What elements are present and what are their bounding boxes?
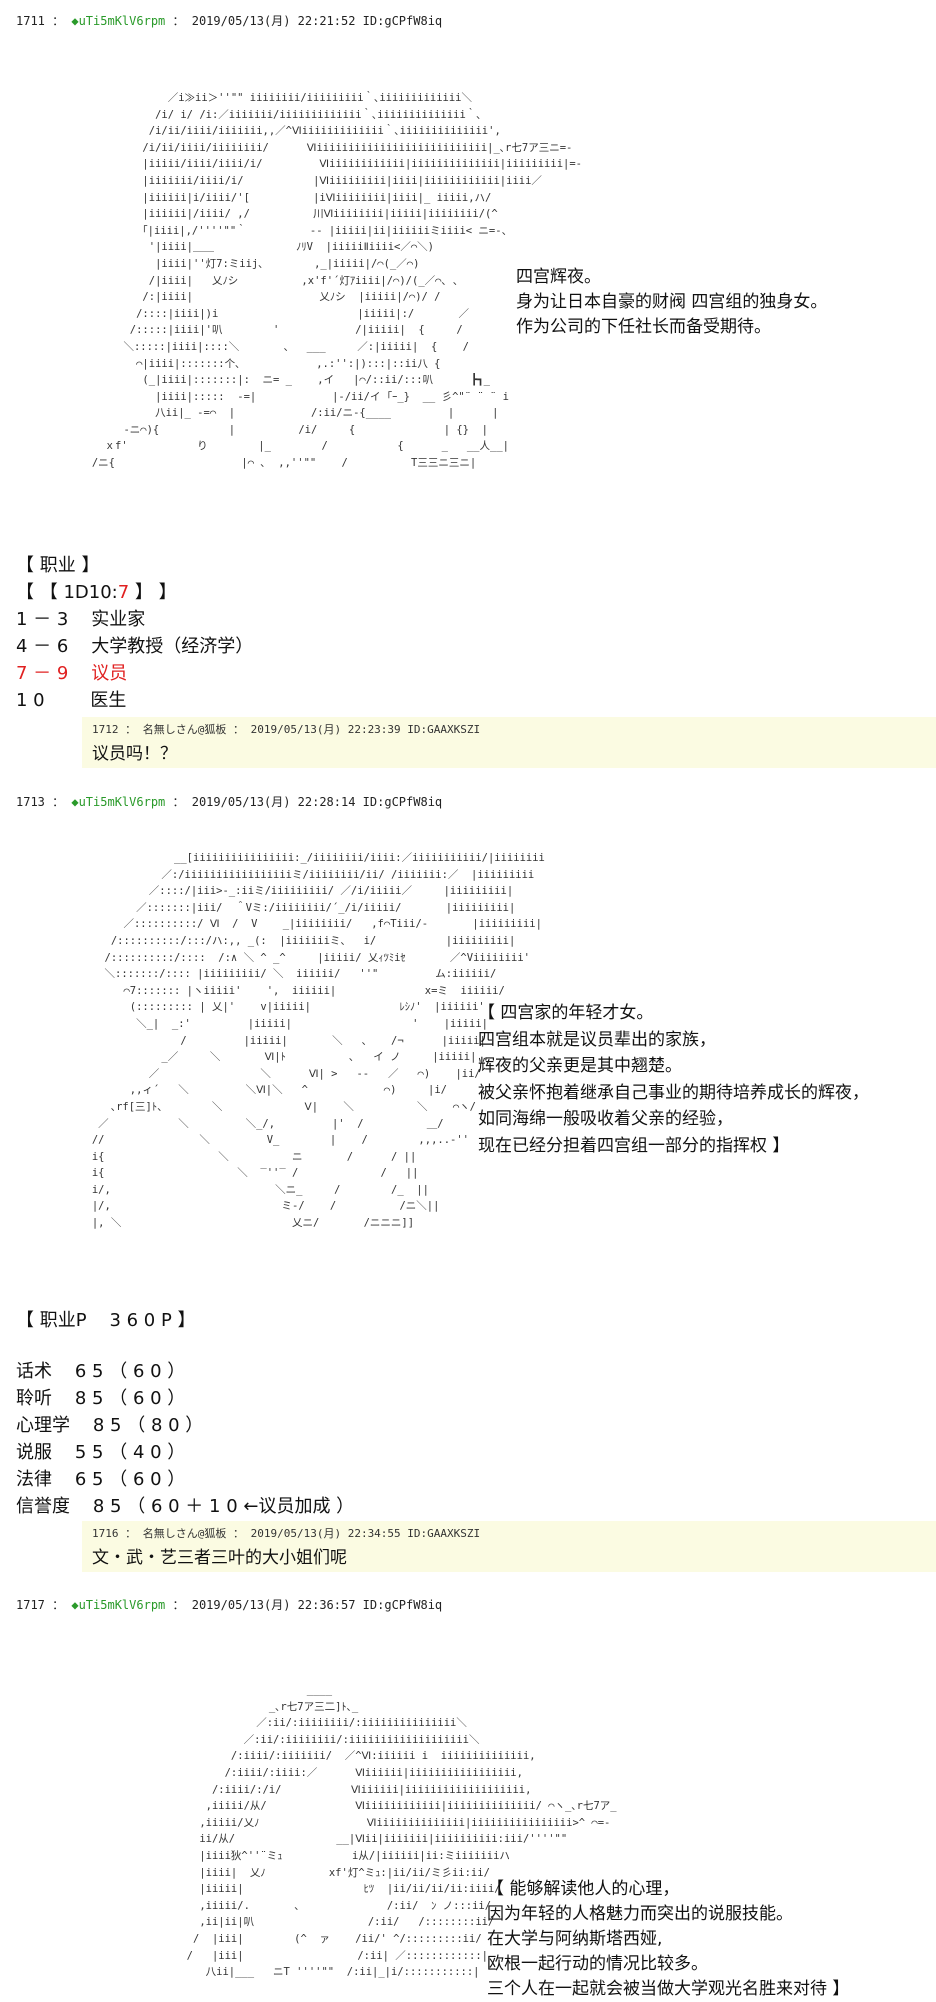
- skill-row: 话术 6 5 （ 6 0 ）: [16, 1361, 186, 1382]
- skills-title: 【 职业P 3 6 0 P 】: [16, 1310, 196, 1331]
- post-date: 2019/05/13(月) 22:28:14 ID:gCPfW8iq: [191, 795, 443, 809]
- side-line: 如同海绵一般吸收着父亲的经验，: [478, 1109, 733, 1129]
- job-option: 1 0 医生: [16, 690, 127, 711]
- post-date: 2019/05/13(月) 22:36:57 ID:gCPfW8iq: [191, 1598, 443, 1612]
- side-line: 四宫辉夜。: [516, 267, 601, 287]
- job-option: 4 － 6 大学教授（经济学）: [16, 636, 254, 657]
- side-line: 身为让日本自豪的财阀 四宫组的独身女。: [516, 292, 828, 312]
- side-line: 现在已经分担着四宫组一部分的指挥权 】: [478, 1135, 790, 1156]
- post-trip[interactable]: ◆uTi5mKlV6rpm: [71, 1598, 166, 1612]
- reply-header: 1712 ： 名無しさん@狐板 ： 2019/05/13(月) 22:23:39…: [92, 723, 481, 736]
- side-line: 【 四宫家的年轻才女。: [478, 1003, 654, 1023]
- side-line: 辉夜的父亲更是其中翘楚。: [478, 1056, 682, 1076]
- post-header-1717: 1717 ： ◆uTi5mKlV6rpm ： 2019/05/13(月) 22:…: [16, 1598, 443, 1612]
- post-date: 2019/05/13(月) 22:21:52 ID:gCPfW8iq: [191, 14, 443, 28]
- ascii-art-1713: __[iiiiiiiiiiiiiiii:_/iiiiiiii/iiii:／iii…: [91, 852, 545, 1230]
- skill-row: 信誉度 8 5 （ 6 0 ＋ 1 0 ←议员加成 ）: [16, 1496, 355, 1517]
- side-line: 在大学与阿纳斯塔西娅,: [487, 1929, 663, 1949]
- skill-row: 法律 6 5 （ 6 0 ）: [16, 1469, 186, 1490]
- skill-row: 聆听 8 5 （ 6 0 ）: [16, 1388, 186, 1409]
- side-line: 三个人在一起就会被当做大学观光名胜来对待 】: [487, 1979, 850, 1999]
- skills-list: 话术 6 5 （ 6 0 ） 聆听 8 5 （ 6 0 ） 心理学 8 5 （ …: [16, 1358, 354, 1520]
- job-roll-title: 【 职业 】: [16, 555, 100, 576]
- side-line: 被父亲怀抱着继承自己事业的期待培养成长的辉夜，: [478, 1082, 869, 1103]
- reply-body: 议员吗！？: [92, 744, 177, 764]
- skill-row: 说服 5 5 （ 4 0 ）: [16, 1442, 186, 1463]
- post-trip[interactable]: ◆uTi5mKlV6rpm: [71, 14, 166, 28]
- side-line: 欧根一起行动的情况比较多。: [487, 1954, 708, 1974]
- side-text-1711: 四宫辉夜。 身为让日本自豪的财阀 四宫组的独身女。 作为公司的下任社长而备受期待…: [516, 265, 827, 340]
- dice-result: 7: [117, 582, 130, 603]
- side-line: 因为年轻的人格魅力而突出的说服技能。: [487, 1904, 793, 1924]
- reply-1712: 1712 ： 名無しさん@狐板 ： 2019/05/13(月) 22:23:39…: [82, 717, 936, 768]
- ascii-art-1711: ／i≫ii＞''"" iiiiiiii/iiiiiiiii｀､iiiiiiiii…: [91, 92, 582, 470]
- post-trip[interactable]: ◆uTi5mKlV6rpm: [71, 795, 166, 809]
- post-number: 1717: [16, 1598, 45, 1612]
- side-line: 【 能够解读他人的心理，: [487, 1879, 680, 1899]
- post-header-1711: 1711 ： ◆uTi5mKlV6rpm ： 2019/05/13(月) 22:…: [16, 14, 443, 28]
- post-header-1713: 1713 ： ◆uTi5mKlV6rpm ： 2019/05/13(月) 22:…: [16, 795, 443, 809]
- skill-row: 心理学 8 5 （ 8 0 ）: [16, 1415, 204, 1436]
- side-text-1717: 【 能够解读他人的心理， 因为年轻的人格魅力而突出的说服技能。 在大学与阿纳斯塔…: [487, 1877, 849, 2002]
- job-roll: 【 职业 】 【 【 1D10:7 】 】 1 － 3 实业家 4 － 6 大学…: [16, 552, 253, 714]
- dice-line: 【 【 1D10:7 】 】: [16, 582, 177, 603]
- job-option: 1 － 3 实业家: [16, 609, 146, 630]
- reply-1716: 1716 ： 名無しさん@狐板 ： 2019/05/13(月) 22:34:55…: [82, 1521, 936, 1572]
- side-line: 四宫组本就是议员辈出的家族，: [478, 1029, 716, 1050]
- job-option-selected: 7 － 9 议员: [16, 663, 128, 684]
- side-line: 作为公司的下任社长而备受期待。: [516, 317, 771, 337]
- reply-body: 文・武・艺三者三叶的大小姐们呢: [92, 1548, 347, 1568]
- post-number: 1713: [16, 795, 45, 809]
- reply-header: 1716 ： 名無しさん@狐板 ： 2019/05/13(月) 22:34:55…: [92, 1527, 481, 1540]
- skills-title-block: 【 职业P 3 6 0 P 】: [16, 1307, 196, 1334]
- post-number: 1711: [16, 14, 45, 28]
- ascii-art-1717: ____ _､r七7ア三二]ﾄ､_ ／:ii/:iiiiiiii/:iiiiii…: [186, 1684, 617, 1979]
- side-text-1713: 【 四宫家的年轻才女。 四宫组本就是议员辈出的家族， 辉夜的父亲更是其中翘楚。 …: [478, 1000, 869, 1159]
